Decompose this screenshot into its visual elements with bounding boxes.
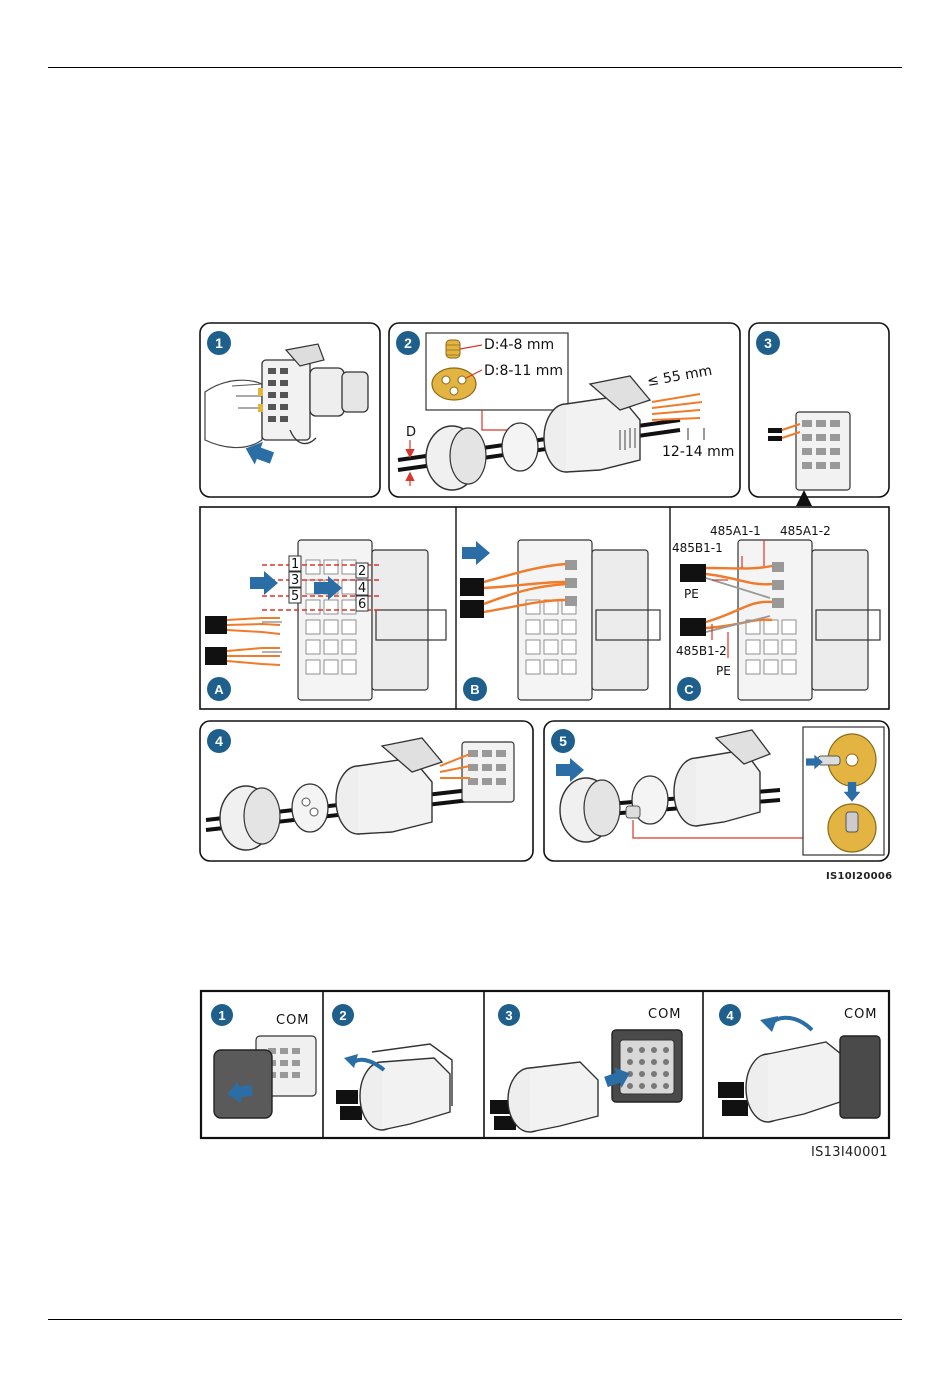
substep-c-badge: C: [684, 682, 694, 697]
com-label-4: COM: [844, 1007, 878, 1022]
com-step-4-badge: 4: [726, 1008, 734, 1023]
step4-panel: [200, 721, 533, 861]
pin-1-label: 1: [291, 557, 299, 572]
com-connection-figure: 1 2 3 4 COM COM COM: [201, 991, 889, 1138]
seal-large-label: D:8-11 mm: [484, 363, 563, 379]
pin-4-label: 4: [358, 581, 366, 596]
step-2-badge: 2: [404, 335, 412, 351]
seal-small-label: D:4-8 mm: [484, 337, 554, 353]
step-4-badge: 4: [215, 733, 223, 749]
terminal-block-icon: [796, 412, 850, 490]
substep-a-badge: A: [214, 682, 224, 697]
com-step-3-badge: 3: [505, 1008, 512, 1023]
step-1-badge: 1: [215, 335, 223, 351]
pin-485a1-2-label: 485A1-2: [780, 524, 831, 538]
small-seal-icon: [446, 340, 460, 358]
dust-cap: [214, 1050, 272, 1118]
pin-3-label: 3: [291, 573, 299, 588]
figure1-id: IS10I20006: [826, 871, 892, 882]
step-5-badge: 5: [559, 733, 567, 749]
pe-bottom-label: PE: [716, 664, 731, 678]
com-step-1-badge: 1: [218, 1008, 225, 1023]
wiring-detail-panel: 1 2 3 4 5 6: [200, 507, 889, 709]
locking-nut: [426, 426, 486, 490]
substep-b-badge: B: [470, 682, 479, 697]
pin-485b1-2-label: 485B1-2: [676, 644, 727, 658]
com-label-3: COM: [648, 1007, 682, 1022]
step-3-badge: 3: [764, 335, 772, 351]
diameter-label: D: [406, 425, 416, 440]
figure2-id: IS13I40001: [811, 1145, 888, 1160]
step5-panel: [544, 721, 889, 861]
pin-5-label: 5: [291, 589, 299, 604]
com-label-1: COM: [276, 1013, 310, 1028]
pin-2-label: 2: [358, 564, 366, 579]
pin-485a1-1-label: 485A1-1: [710, 524, 761, 538]
pin-6-label: 6: [358, 597, 366, 612]
large-seal-icon: [432, 368, 476, 400]
insulation-length-label: 12-14 mm: [662, 444, 734, 460]
pe-top-label: PE: [684, 587, 699, 601]
com-step-2-badge: 2: [339, 1008, 346, 1023]
seal-ring: [502, 423, 538, 471]
step2-panel: D:4-8 mm D:8-11 mm D ≤ 55 m: [389, 323, 740, 497]
pin-485b1-1-label: 485B1-1: [672, 541, 723, 555]
